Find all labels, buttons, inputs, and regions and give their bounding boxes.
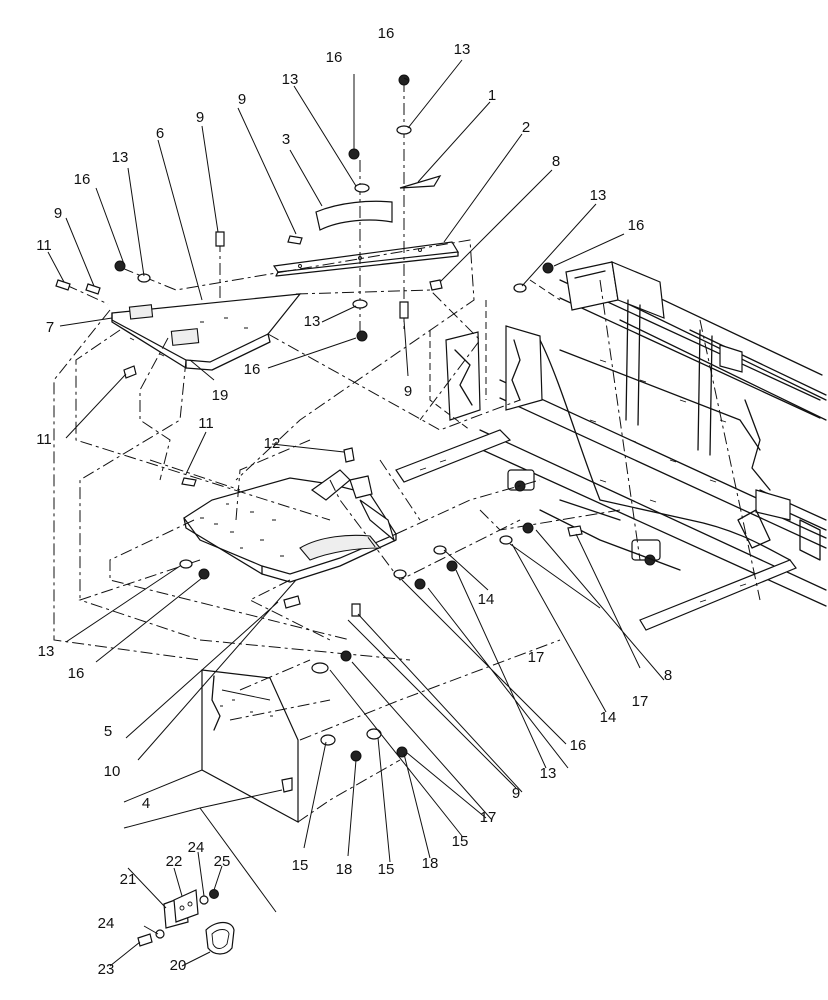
washer-13	[396, 125, 412, 135]
callout-9a: 9	[196, 109, 204, 126]
plate-part-1	[399, 174, 442, 189]
callout-9b: 9	[238, 91, 246, 108]
callout-10: 10	[104, 763, 121, 780]
loop-part-20	[205, 921, 235, 955]
callout-5: 5	[104, 723, 112, 740]
callout-4: 4	[142, 795, 150, 812]
callout-13c: 13	[112, 149, 129, 166]
callout-8b: 8	[664, 667, 672, 684]
washer-part-24b	[155, 929, 165, 939]
callout-7: 7	[46, 319, 54, 336]
bolt-9	[399, 301, 409, 319]
callout-16d: 16	[628, 217, 645, 234]
plate-part-22	[173, 889, 199, 923]
callout-9e: 9	[512, 785, 520, 802]
callout-16g: 16	[570, 737, 587, 754]
callout-13f: 13	[38, 643, 55, 660]
callout-8a: 8	[552, 153, 560, 170]
callout-16b: 16	[326, 49, 343, 66]
curved-strip-part-3	[315, 200, 393, 231]
callout-16e: 16	[244, 361, 261, 378]
callout-labels: 1 2 3 4 5 6 7 8 8 9 9 9 9 9 10 11 11 11 …	[36, 25, 672, 978]
callout-16c: 16	[74, 171, 91, 188]
washer-part-24	[199, 895, 209, 905]
callout-24b: 24	[98, 915, 115, 932]
hardware	[55, 74, 583, 762]
callout-17b: 17	[632, 693, 649, 710]
callout-11c: 11	[198, 415, 214, 432]
callout-13e: 13	[304, 313, 321, 330]
callout-13a: 13	[454, 41, 471, 58]
callout-15b: 15	[292, 857, 309, 874]
callout-13d: 13	[590, 187, 607, 204]
callout-19: 19	[212, 387, 229, 404]
shield-part-5	[183, 469, 397, 583]
callout-13b: 13	[282, 71, 299, 88]
callout-12: 12	[264, 435, 281, 452]
leader-lines	[47, 59, 665, 967]
callout-11b: 11	[36, 431, 52, 448]
header-frame-assembly	[395, 261, 827, 631]
callout-3: 3	[282, 131, 290, 148]
callout-1: 1	[488, 87, 496, 104]
callout-15a: 15	[452, 833, 469, 850]
callout-18b: 18	[422, 855, 439, 872]
callout-6: 6	[156, 125, 164, 142]
callout-13g: 13	[540, 765, 557, 782]
callout-9d: 9	[404, 383, 412, 400]
strap-part-2	[272, 241, 459, 277]
callout-2: 2	[522, 119, 530, 136]
callout-11a: 11	[36, 237, 52, 254]
nut-16	[398, 74, 410, 86]
alignment-lines	[53, 80, 761, 913]
callout-18a: 18	[336, 861, 353, 878]
callout-14b: 14	[600, 709, 617, 726]
callout-15c: 15	[378, 861, 395, 878]
shield-part-6	[111, 293, 302, 371]
callout-17a: 17	[528, 649, 545, 666]
bracket-assembly	[137, 889, 235, 955]
callout-25: 25	[214, 853, 231, 870]
callout-16a: 16	[378, 25, 395, 42]
bolt-part-23	[137, 933, 153, 947]
callout-21: 21	[120, 871, 137, 888]
callout-16f: 16	[68, 665, 85, 682]
callout-24a: 24	[188, 839, 205, 856]
callout-9c: 9	[54, 205, 62, 222]
callout-17c: 17	[480, 809, 497, 826]
shield-part-4	[201, 669, 299, 824]
callout-22: 22	[166, 853, 183, 870]
callout-23: 23	[98, 961, 115, 978]
nut-part-25	[209, 889, 219, 899]
callout-14a: 14	[478, 591, 495, 608]
callout-20: 20	[170, 957, 187, 974]
